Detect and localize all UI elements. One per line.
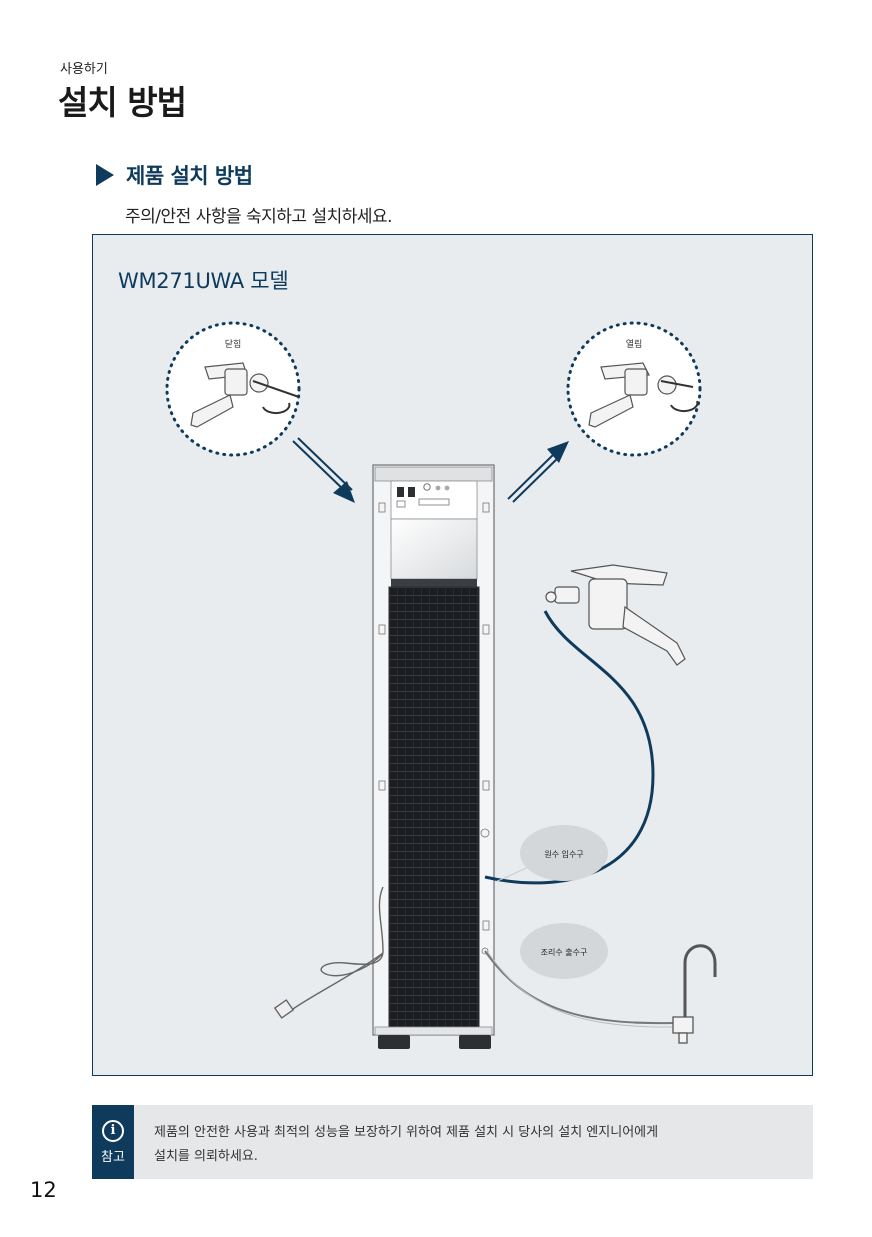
page-number: 12: [30, 1178, 57, 1202]
installation-illustration: 닫힘 열림: [165, 321, 717, 1049]
section-label: 사용하기: [60, 62, 108, 77]
inlet-callout: 원수 입수구: [496, 825, 608, 882]
note-line-2: 설치를 의뢰하세요.: [154, 1149, 258, 1164]
gooseneck-faucet-icon: [672, 944, 717, 1044]
note-box: i 참고 제품의 안전한 사용과 최적의 성능을 보장하기 위하여 제품 설치 …: [92, 1105, 813, 1179]
subheading: 제품 설치 방법: [96, 160, 253, 190]
arrow-out-of-unit-icon: [507, 441, 569, 503]
inlet-label: 원수 입수구: [544, 850, 583, 859]
wall-faucet-icon: [545, 564, 686, 666]
note-badge: i 참고: [92, 1105, 134, 1179]
page-title: 설치 방법: [58, 83, 187, 122]
outlet-callout: 조리수 출수구: [520, 923, 608, 979]
installation-figure: WM271UWA 모델 닫힘: [92, 234, 813, 1076]
source-water-hose: [484, 564, 686, 885]
instruction-text: 주의/안전 사항을 숙지하고 설치하세요.: [125, 207, 393, 227]
note-text: 제품의 안전한 사용과 최적의 성능을 보장하기 위하여 제품 설치 시 당사의…: [154, 1121, 794, 1169]
power-cord: [273, 886, 384, 1019]
valve-closed-detail: 닫힘: [165, 321, 301, 457]
model-name: WM271UWA 모델: [118, 269, 289, 293]
cooking-water-hose: [484, 944, 717, 1044]
valve-open-detail: 열림: [566, 321, 702, 457]
triangle-right-icon: [96, 164, 114, 186]
info-icon: i: [102, 1119, 124, 1142]
arrow-into-unit-icon: [292, 437, 355, 503]
subheading-title: 제품 설치 방법: [126, 164, 253, 188]
valve-open-label: 열림: [626, 338, 643, 350]
note-line-1: 제품의 안전한 사용과 최적의 성능을 보장하기 위하여 제품 설치 시 당사의…: [154, 1125, 659, 1140]
note-label: 참고: [101, 1149, 125, 1165]
outlet-label: 조리수 출수구: [541, 947, 588, 957]
water-purifier-unit: [372, 464, 495, 1049]
faucet-open-icon: [588, 362, 699, 428]
faucet-closed-icon: [190, 362, 300, 428]
valve-closed-label: 닫힘: [225, 338, 242, 350]
